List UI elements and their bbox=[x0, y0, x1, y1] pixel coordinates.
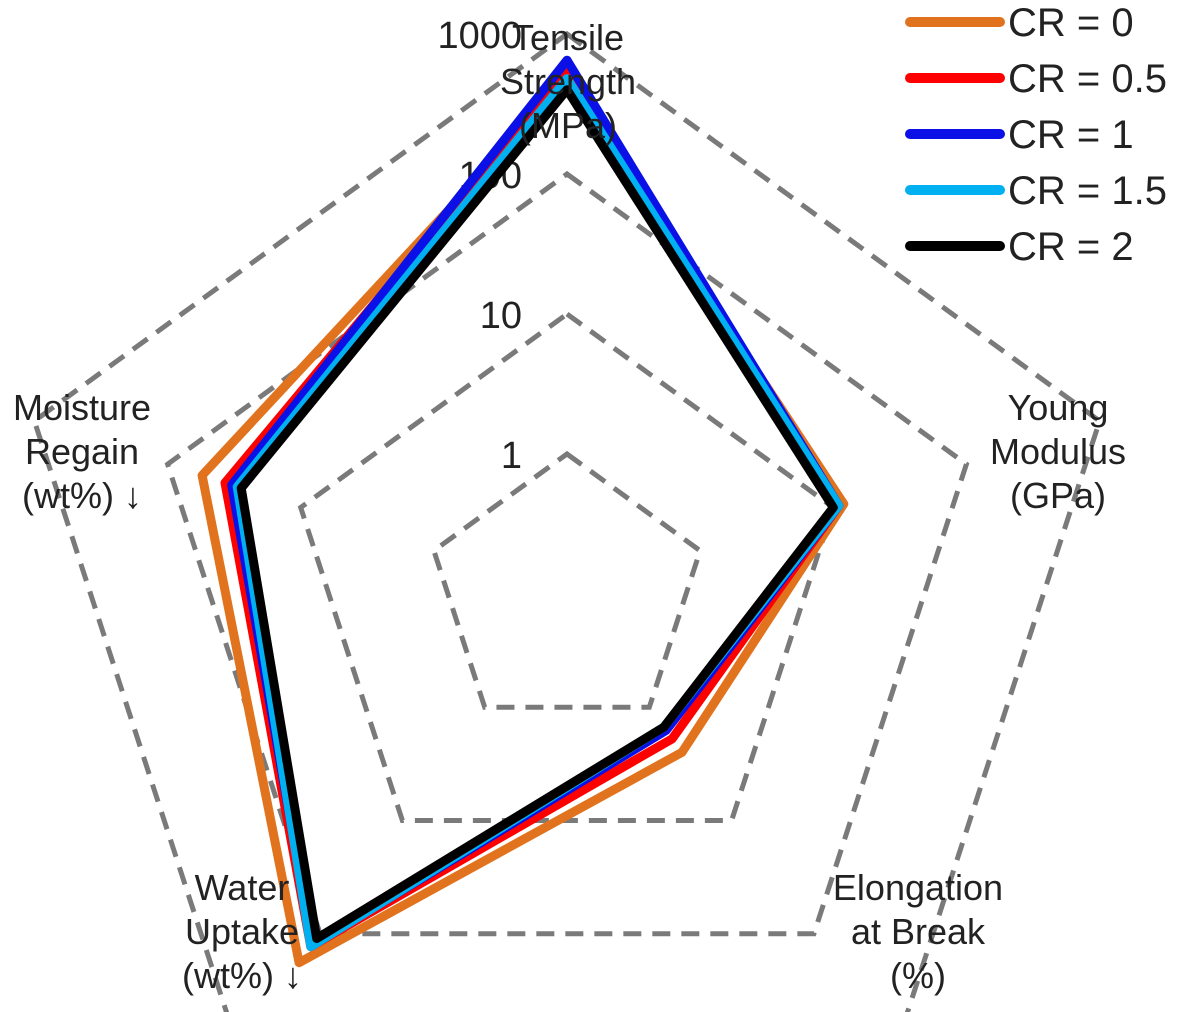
legend-label: CR = 1 bbox=[1008, 113, 1134, 157]
legend-label: CR = 0 bbox=[1008, 1, 1134, 45]
legend-label: CR = 1.5 bbox=[1008, 169, 1167, 213]
legend-label: CR = 2 bbox=[1008, 225, 1134, 269]
tick-label: 1 bbox=[501, 435, 522, 477]
series-lines bbox=[197, 55, 849, 968]
grid-rings bbox=[31, 30, 1103, 1012]
grid-ring-100 bbox=[164, 170, 970, 937]
tick-label: 1000 bbox=[437, 15, 522, 57]
tick-label: 10 bbox=[480, 295, 522, 337]
grid-ring-1000 bbox=[31, 30, 1103, 1012]
series-cr-2 bbox=[236, 85, 838, 943]
legend-label: CR = 0.5 bbox=[1008, 57, 1167, 101]
grid-ring-1 bbox=[430, 450, 704, 710]
legend: CR = 0 CR = 0.5 CR = 1 CR = 1.5 CR = 2 bbox=[905, 1, 1167, 269]
